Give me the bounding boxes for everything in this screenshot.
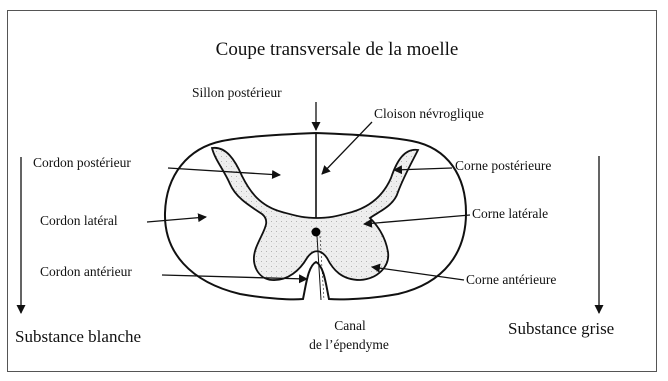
label-corne-laterale: Corne latérale <box>472 206 548 221</box>
label-canal-line2: de l’épendyme <box>309 337 389 352</box>
label-cloison-nevroglique: Cloison névroglique <box>374 106 484 121</box>
central-canal <box>312 228 321 237</box>
label-substance-blanche: Substance blanche <box>15 327 141 346</box>
label-corne-anterieure: Corne antérieure <box>466 272 556 287</box>
label-corne-posterieure: Corne postérieure <box>455 158 551 173</box>
label-sillon-posterieur: Sillon postérieur <box>192 85 282 100</box>
label-cordon-posterieur: Cordon postérieur <box>33 155 131 170</box>
label-cordon-lateral: Cordon latéral <box>40 213 118 228</box>
diagram-title: Coupe transversale de la moelle <box>216 39 459 60</box>
label-substance-grise: Substance grise <box>508 319 614 338</box>
label-cordon-anterieur: Cordon antérieur <box>40 264 132 279</box>
label-canal-line1: Canal <box>334 318 366 333</box>
